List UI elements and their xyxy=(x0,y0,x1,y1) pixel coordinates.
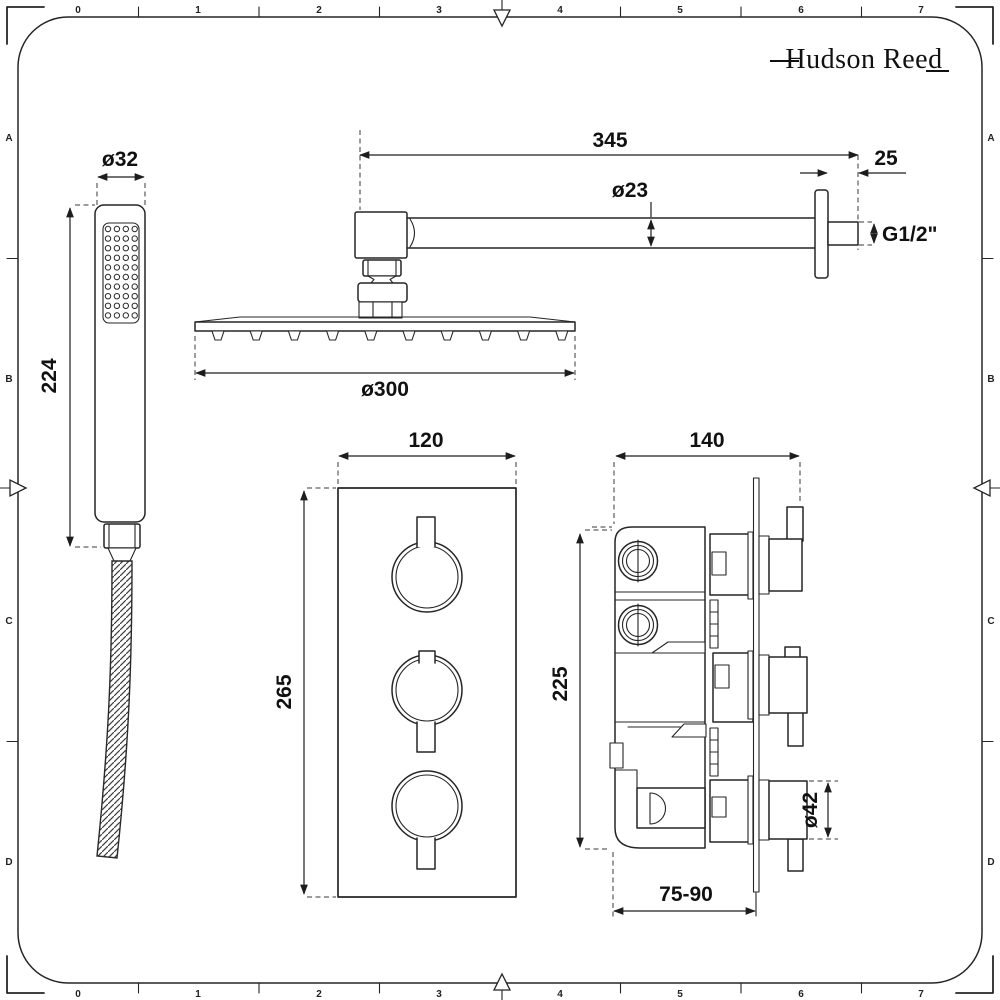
inlet-port-bottom xyxy=(617,603,659,647)
wall-plate xyxy=(752,477,760,893)
arm-elbow-block xyxy=(354,211,408,259)
body-facet-detail xyxy=(671,723,707,738)
knob-tab-down xyxy=(416,837,436,870)
valve-knob-bottom xyxy=(391,770,463,870)
handset-length-dim-label: 224 xyxy=(38,358,61,393)
ruler-left: A B C D xyxy=(0,133,28,868)
side-knob-bottom xyxy=(747,775,808,872)
valve-side-height-label: 225 xyxy=(549,666,572,701)
side-knob-top xyxy=(747,506,804,600)
corner-bracket-top-right xyxy=(955,6,994,45)
depth-dim-label: 75-90 xyxy=(659,883,713,906)
ruler-number: 4 xyxy=(557,5,563,16)
center-mark-left xyxy=(0,478,28,498)
ruler-ticks-top xyxy=(137,6,863,18)
ruler-number: 5 xyxy=(677,5,683,16)
ruler-ticks-bottom xyxy=(137,982,863,994)
shower-hose xyxy=(96,560,133,859)
thread-label: G1/2" xyxy=(882,223,937,246)
ruler-right: A B C D xyxy=(972,133,1000,868)
knob-tab-down xyxy=(416,721,436,753)
head-top-bevel xyxy=(194,316,576,323)
shower-arm-view: 345 25 G1/2" ø23 xyxy=(194,129,937,401)
arm-projection-dim-label: 25 xyxy=(874,147,898,170)
logo-text: Hudson Reed xyxy=(785,44,942,75)
thread-nipple xyxy=(827,221,859,246)
ruler-number: 1 xyxy=(195,989,201,1000)
ruler-letter: A xyxy=(987,133,994,144)
handset-width-dim-label: ø32 xyxy=(102,148,138,171)
ruler-letter: C xyxy=(987,616,994,627)
valve-front-height-label: 265 xyxy=(273,674,296,709)
ruler-number: 0 xyxy=(75,5,81,16)
ruler-number: 3 xyxy=(436,5,442,16)
ruler-number: 1 xyxy=(195,5,201,16)
knob-tab-up xyxy=(416,516,436,548)
valve-knob-middle xyxy=(391,650,463,753)
ruler-number: 2 xyxy=(316,5,322,16)
ruler-number: 6 xyxy=(798,989,804,1000)
arm-nut xyxy=(362,259,402,277)
valve-knob-top xyxy=(391,516,463,613)
hand-shower-view: ø32 224 xyxy=(38,148,146,859)
arm-length-dim-label: 345 xyxy=(592,129,627,152)
head-nozzles xyxy=(211,330,569,341)
center-mark-right xyxy=(972,478,1000,498)
head-plate xyxy=(194,321,576,332)
valve-front-view: 120 265 xyxy=(273,429,517,898)
inlet-port-top xyxy=(617,539,659,583)
corner-bracket-bottom-left xyxy=(6,955,45,994)
knob-dim-label: ø42 xyxy=(799,792,822,828)
ruler-letter: B xyxy=(987,374,994,385)
body-facet-detail xyxy=(651,641,706,654)
ruler-number: 2 xyxy=(316,989,322,1000)
wall-escutcheon xyxy=(814,189,829,279)
handset-nozzle-grid xyxy=(104,225,138,319)
ruler-number: 7 xyxy=(918,5,924,16)
ruler-number: 5 xyxy=(677,989,683,1000)
side-knob-tab-down xyxy=(787,711,804,747)
ruler-letter: A xyxy=(5,133,12,144)
ruler-number: 4 xyxy=(557,989,563,1000)
ruler-number: 7 xyxy=(918,989,924,1000)
corner-bracket-bottom-right xyxy=(955,955,994,994)
ruler-number: 3 xyxy=(436,989,442,1000)
ruler-ticks-right xyxy=(982,257,994,743)
brand-logo: Hudson Reed xyxy=(770,44,949,75)
ruler-number: 0 xyxy=(75,989,81,1000)
housing-arc-detail xyxy=(649,792,666,825)
ball-joint-housing xyxy=(357,282,408,303)
ruler-letter: D xyxy=(5,857,12,868)
head-dim-label: ø300 xyxy=(361,378,409,401)
side-knob-tab-up xyxy=(786,506,804,542)
handset-spray-face xyxy=(102,222,140,324)
ruler-top: 0 1 2 3 4 5 6 7 xyxy=(75,0,924,28)
head-collar xyxy=(358,301,403,319)
center-mark-top xyxy=(492,0,512,28)
ruler-ticks-left xyxy=(6,257,18,743)
valve-side-width-label: 140 xyxy=(689,429,724,452)
shower-head xyxy=(194,316,576,341)
arm-tube-dim-label: ø23 xyxy=(612,179,648,202)
ruler-bottom: 0 1 2 3 4 5 6 7 xyxy=(75,972,924,1000)
center-mark-bottom xyxy=(492,972,512,1000)
corner-bracket-top-left xyxy=(6,6,45,45)
ruler-letter: B xyxy=(5,374,12,385)
fixing-lug xyxy=(609,742,624,769)
side-knob-middle xyxy=(747,646,808,747)
valve-side-view: 140 225 xyxy=(549,429,838,918)
arm-tube-joint-arc xyxy=(409,218,416,248)
ruler-number: 6 xyxy=(798,5,804,16)
ruler-letter: D xyxy=(987,857,994,868)
side-knob-tab-down xyxy=(787,838,804,872)
knob-tab-up-small xyxy=(418,650,436,664)
ruler-letter: C xyxy=(5,616,12,627)
bottom-housing xyxy=(636,787,706,829)
valve-front-width-label: 120 xyxy=(408,429,443,452)
